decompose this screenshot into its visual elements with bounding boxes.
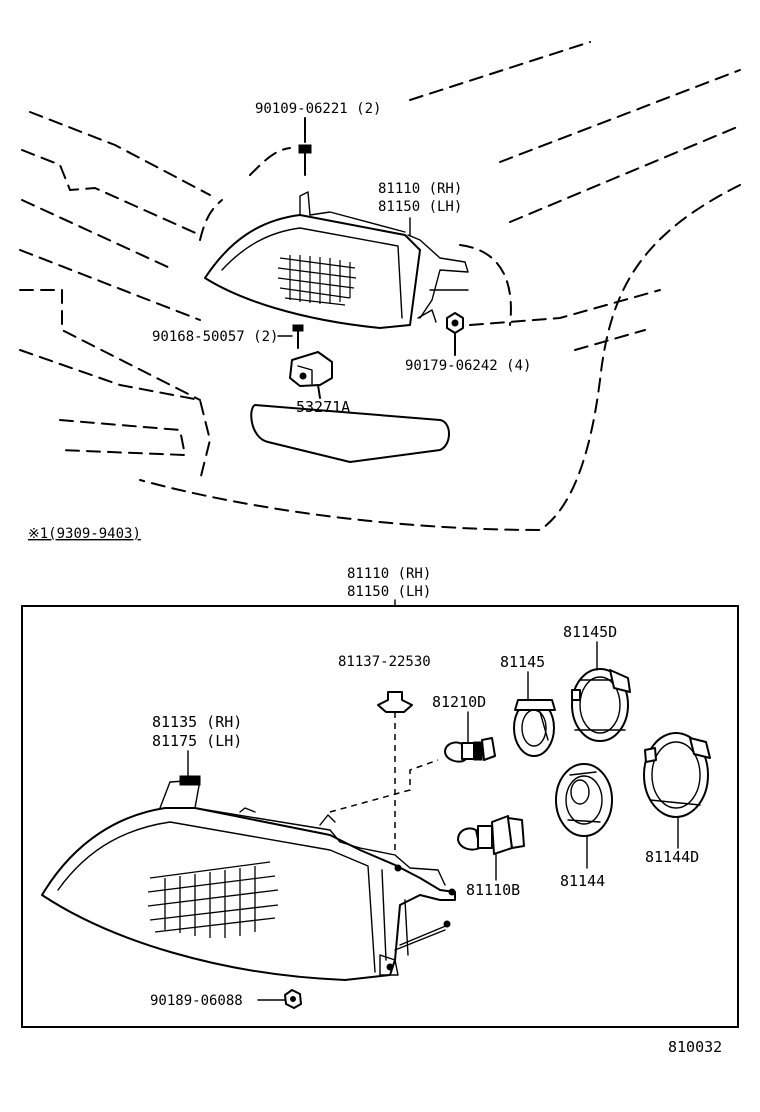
ring-81144d-icon [643,732,711,849]
label-nut-bottom: 90189-06088 [150,993,243,1009]
bracket-icon [289,351,333,399]
ring-81145d-icon [571,641,631,742]
vehicle-body-outline [19,41,743,532]
label-cover-81145: 81145 [500,653,545,671]
label-assy-lh: 81150 (LH) [347,584,431,600]
main-bulb-icon [457,815,525,881]
label-diagram-id: 810032 [668,1038,722,1056]
socket-81144-icon [555,763,613,869]
cover-81145-icon [513,671,556,757]
label-unit-rh: 81135 (RH) [152,713,242,731]
headlamp-installed [204,191,469,329]
alignment-dash-lines [329,759,439,813]
small-bulb-icon [444,711,496,763]
label-socket-81144: 81144 [560,872,605,890]
clip-icon [377,691,413,855]
screw-icon [277,324,304,349]
label-clip: 81137-22530 [338,654,431,670]
label-bulb-small: 81210D [432,693,486,711]
label-ring-81145d: 81145D [563,623,617,641]
label-screw-mid: 90168-50057 (2) [152,329,278,345]
label-bulb-main: 81110B [466,881,520,899]
headlamp-unit [41,775,456,981]
label-bolt-top: 90109-06221 (2) [255,101,381,117]
label-headlamp-lh: 81150 (LH) [378,199,462,215]
label-headlamp-rh: 81110 (RH) [378,181,462,197]
label-assy-rh: 81110 (RH) [347,566,431,582]
label-nut-mid: 90179-06242 (4) [405,358,531,374]
bolt-icon [298,117,312,176]
fog-lamp-outline [250,404,450,463]
label-unit-lh: 81175 (LH) [152,732,242,750]
nut-icon [446,312,464,356]
bottom-nut-icon [257,989,302,1009]
lens-pattern [147,861,279,938]
label-ring-81144d: 81144D [645,848,699,866]
assembly-frame [21,605,739,1028]
label-bracket: 53271A [296,398,350,416]
label-variant-note: ※1(9309-9403) [28,526,141,542]
